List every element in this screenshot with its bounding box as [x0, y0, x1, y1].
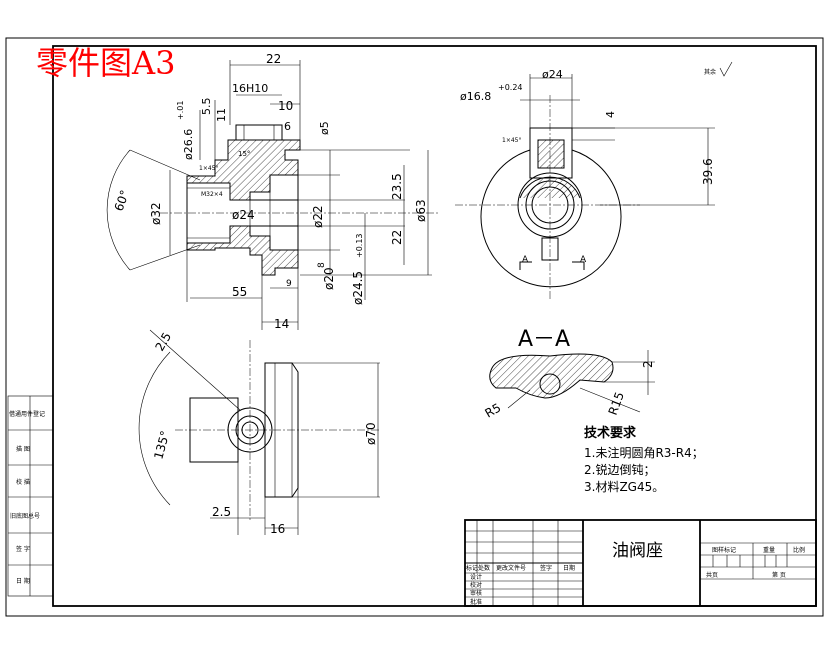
inner-border — [52, 45, 817, 607]
dim-2-5-bottom: 2.5 — [212, 505, 231, 519]
dim-10: 10 — [278, 99, 293, 113]
dim-22: 22 — [266, 52, 281, 66]
side-label-5: 日 期 — [16, 577, 30, 585]
tb-proof: 校对 — [470, 581, 482, 589]
tech-req-item-2: 2.锐边倒钝； — [584, 463, 655, 477]
dim-r15: R15 — [606, 390, 627, 417]
dim-tol-16-8: +0.24 — [498, 83, 523, 92]
tech-req-item-3: 3.材料ZG45。 — [584, 480, 664, 494]
side-label-1: 描 图 — [16, 445, 30, 453]
dim-4: 4 — [604, 111, 617, 118]
dim-phi26-6: ø26.6 — [182, 129, 195, 160]
dim-phi70: ø70 — [364, 422, 378, 445]
technical-requirements: 技术要求 1.未注明圆角R3-R4； 2.锐边倒钝； 3.材料ZG45。 — [584, 425, 704, 494]
dim-r5: R5 — [483, 400, 504, 420]
tb-design: 设计 — [470, 573, 482, 581]
dim-m32: M32×4 — [201, 191, 223, 198]
dim-55: 55 — [232, 285, 247, 299]
section-a-a: A－A 2 R5 R15 — [483, 327, 655, 421]
dim-8: 8 — [317, 262, 327, 268]
dim-phi63: ø63 — [414, 199, 428, 222]
dim-chamfer-1: 1×45° — [199, 165, 218, 172]
tb-approve: 批准 — [470, 598, 482, 606]
tb-change-doc: 更改文件号 — [496, 564, 526, 572]
dim-39-6: 39.6 — [701, 158, 715, 185]
view-mark-right: A — [580, 255, 587, 265]
dim-16h10: 16H10 — [232, 82, 268, 95]
dim-14: 14 — [274, 317, 289, 331]
sheet-title: 零件图A3 — [36, 44, 175, 82]
side-label-2: 校 描 — [16, 478, 30, 486]
dim-22b: 22 — [390, 230, 404, 245]
dim-60-deg: 60° — [112, 188, 132, 213]
tb-sheet: 第 页 — [772, 571, 786, 579]
dim-6: 6 — [284, 120, 291, 133]
part-name: 油阀座 — [612, 541, 663, 561]
dim-phi16-8: ø16.8 — [460, 90, 491, 103]
dim-phi5: ø5 — [318, 121, 331, 135]
side-column: 借通用件登记 描 图 校 描 旧底图总号 签 字 日 期 — [7, 395, 54, 597]
outer-border — [5, 37, 824, 617]
tb-mark: 标记处数 — [466, 564, 490, 572]
side-label-3: 旧底图总号 — [10, 512, 40, 520]
dim-2: 2 — [641, 360, 655, 368]
dim-angle-15: 15° — [238, 150, 250, 158]
dim-phi32: ø32 — [149, 202, 163, 225]
tech-req-heading: 技术要求 — [584, 425, 637, 441]
dim-23-5: 23.5 — [390, 173, 404, 200]
roughness-note: 其余 — [704, 61, 733, 77]
dim-side-phi24: ø24 — [542, 68, 563, 81]
dim-phi24-5: ø24.5 — [351, 271, 365, 305]
side-view: ø16.8 +0.24 ø24 4 1×45° 39.6 A A — [455, 68, 715, 300]
bottom-view: 2.5 135° ø70 2.5 16 — [138, 329, 380, 536]
dim-135-deg: 135° — [151, 429, 172, 461]
section-label: A－A — [518, 327, 570, 352]
dim-tol-24-5: +0.13 — [355, 233, 364, 258]
title-block: 标记处数 更改文件号 签字 日期 设计 校对 审核 批准 油阀座 图样标记 重量… — [464, 519, 817, 607]
tb-sheets-total: 共页 — [706, 571, 718, 579]
side-label-0: 借通用件登记 — [9, 410, 45, 418]
dim-phi24: ø24 — [232, 208, 255, 222]
tb-stage: 图样标记 — [712, 546, 736, 554]
dim-tol-26: +.01 — [176, 101, 185, 120]
dim-phi20: ø20 — [322, 267, 336, 290]
dim-2-5-top: 2.5 — [152, 330, 174, 354]
dim-5-5: 5.5 — [200, 98, 213, 116]
svg-text:其余: 其余 — [704, 68, 716, 76]
dim-11: 11 — [215, 108, 228, 122]
tb-scale: 比例 — [793, 546, 805, 554]
tb-sign: 签字 — [540, 564, 552, 572]
dim-16: 16 — [270, 522, 285, 536]
tech-req-item-1: 1.未注明圆角R3-R4； — [584, 445, 704, 460]
dim-phi22: ø22 — [311, 205, 325, 228]
tb-review: 审核 — [470, 589, 482, 597]
tb-weight: 重量 — [763, 546, 775, 554]
view-mark-left: A — [522, 255, 529, 265]
front-section-view: 22 16H10 10 6 5.5 11 ø26.6 +.01 ø5 1×45°… — [106, 52, 440, 331]
dim-9: 9 — [286, 279, 292, 289]
side-label-4: 签 字 — [16, 545, 30, 553]
tb-date: 日期 — [563, 564, 575, 572]
dim-side-chamfer: 1×45° — [502, 137, 521, 144]
